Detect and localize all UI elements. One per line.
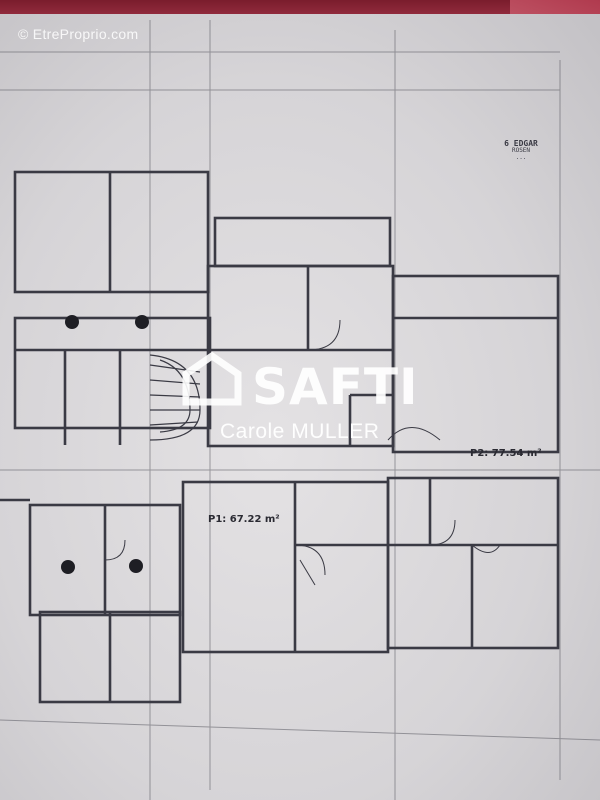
lot-area-label: P1: 67.22 m² [208, 514, 280, 525]
lot-area-label: P2: 77.54 m² [470, 448, 542, 459]
agent-name: Carole MULLER [220, 420, 380, 443]
agency-logo: SAFTI [252, 358, 419, 416]
plan-title-block: 6 EDGAR ROSEN ... [466, 139, 576, 162]
title-block-line: ... [515, 154, 527, 161]
site-watermark: © EtreProprio.com [18, 26, 139, 42]
title-block-line: ROSEN [511, 147, 531, 154]
plan-paper [0, 14, 600, 800]
title-block-line: 6 EDGAR [504, 139, 538, 148]
agency-watermark: SAFTI Carole MULLER [176, 352, 438, 444]
